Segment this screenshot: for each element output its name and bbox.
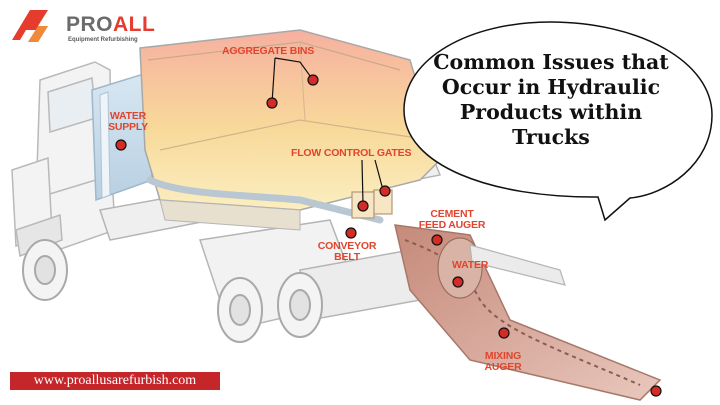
marker-flow-gate-1 [357, 200, 369, 212]
marker-aggregate-bin-1 [307, 74, 319, 86]
label-mixing-auger: MIXING AUGER [484, 350, 522, 373]
bubble-title: Common Issues that Occur in Hydraulic Pr… [433, 50, 669, 149]
marker-aggregate-bin-2 [266, 97, 278, 109]
proall-logo [8, 6, 158, 46]
marker-cement-feed-auger [431, 234, 443, 246]
marker-mixing-auger [498, 327, 510, 339]
marker-conveyor-belt [345, 227, 357, 239]
marker-flow-gate-2 [379, 185, 391, 197]
brand-tagline: Equipment Refurbishing [68, 37, 138, 43]
marker-water [452, 276, 464, 288]
proall-logo-mark-icon [12, 10, 48, 42]
conveyor-pipe [146, 176, 384, 224]
label-water-supply: WATER SUPPLY [108, 110, 148, 133]
label-flow-control-gates: FLOW CONTROL GATES [291, 147, 412, 159]
mixing-auger-shape [394, 224, 662, 401]
label-conveyor-belt: CONVEYOR BELT [317, 240, 377, 263]
marker-chute [650, 385, 662, 397]
leader-lines [271, 57, 384, 205]
marker-water-supply [115, 139, 127, 151]
website-url[interactable]: www.proallusarefurbish.com [10, 372, 220, 390]
brand-name: PROALL [66, 13, 156, 36]
wheels [22, 239, 323, 343]
aggregate-bins [139, 29, 441, 231]
markers [115, 74, 662, 397]
label-water: WATER [452, 259, 489, 271]
speech-bubble [403, 21, 713, 222]
label-cement-feed-auger: CEMENT FEED AUGER [418, 208, 486, 231]
label-aggregate-bins: AGGREGATE BINS [222, 45, 315, 57]
water-tank [91, 70, 153, 202]
